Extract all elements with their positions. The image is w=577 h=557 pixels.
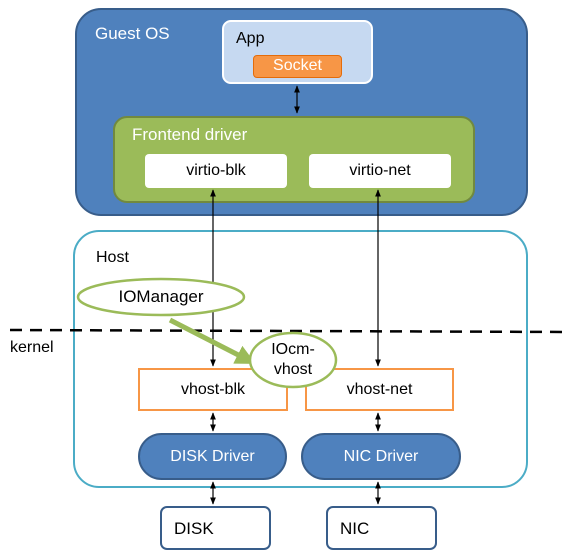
nic-device-label: NIC (340, 519, 370, 538)
disk-driver-label: DISK Driver (170, 448, 255, 465)
nic-driver-box (301, 433, 461, 480)
vhost-net-label: vhost-net (346, 381, 413, 398)
iocm-vhost-label-line1: IOcm- (271, 341, 315, 358)
app-label: App (236, 30, 265, 47)
virtio-net-box (309, 154, 451, 188)
frontend-driver-label: Frontend driver (132, 125, 248, 144)
guest-os-label: Guest OS (95, 24, 170, 43)
nic-device-box (326, 506, 437, 550)
host-label: Host (96, 249, 129, 266)
socket-box (253, 55, 342, 78)
disk-device-label: DISK (174, 519, 214, 538)
disk-driver-box (138, 433, 287, 480)
socket-label: Socket (273, 57, 322, 74)
virtio-net-label: virtio-net (349, 162, 411, 179)
virtio-blk-label: virtio-blk (186, 162, 246, 179)
virtio-blk-box (145, 154, 287, 188)
iocm-vhost-label-line2: vhost (273, 361, 313, 378)
disk-device-box (160, 506, 271, 550)
kernel-label: kernel (10, 339, 54, 356)
iomanager-label: IOManager (118, 287, 204, 306)
nic-driver-label: NIC Driver (343, 448, 419, 465)
vhost-blk-label: vhost-blk (180, 381, 246, 398)
